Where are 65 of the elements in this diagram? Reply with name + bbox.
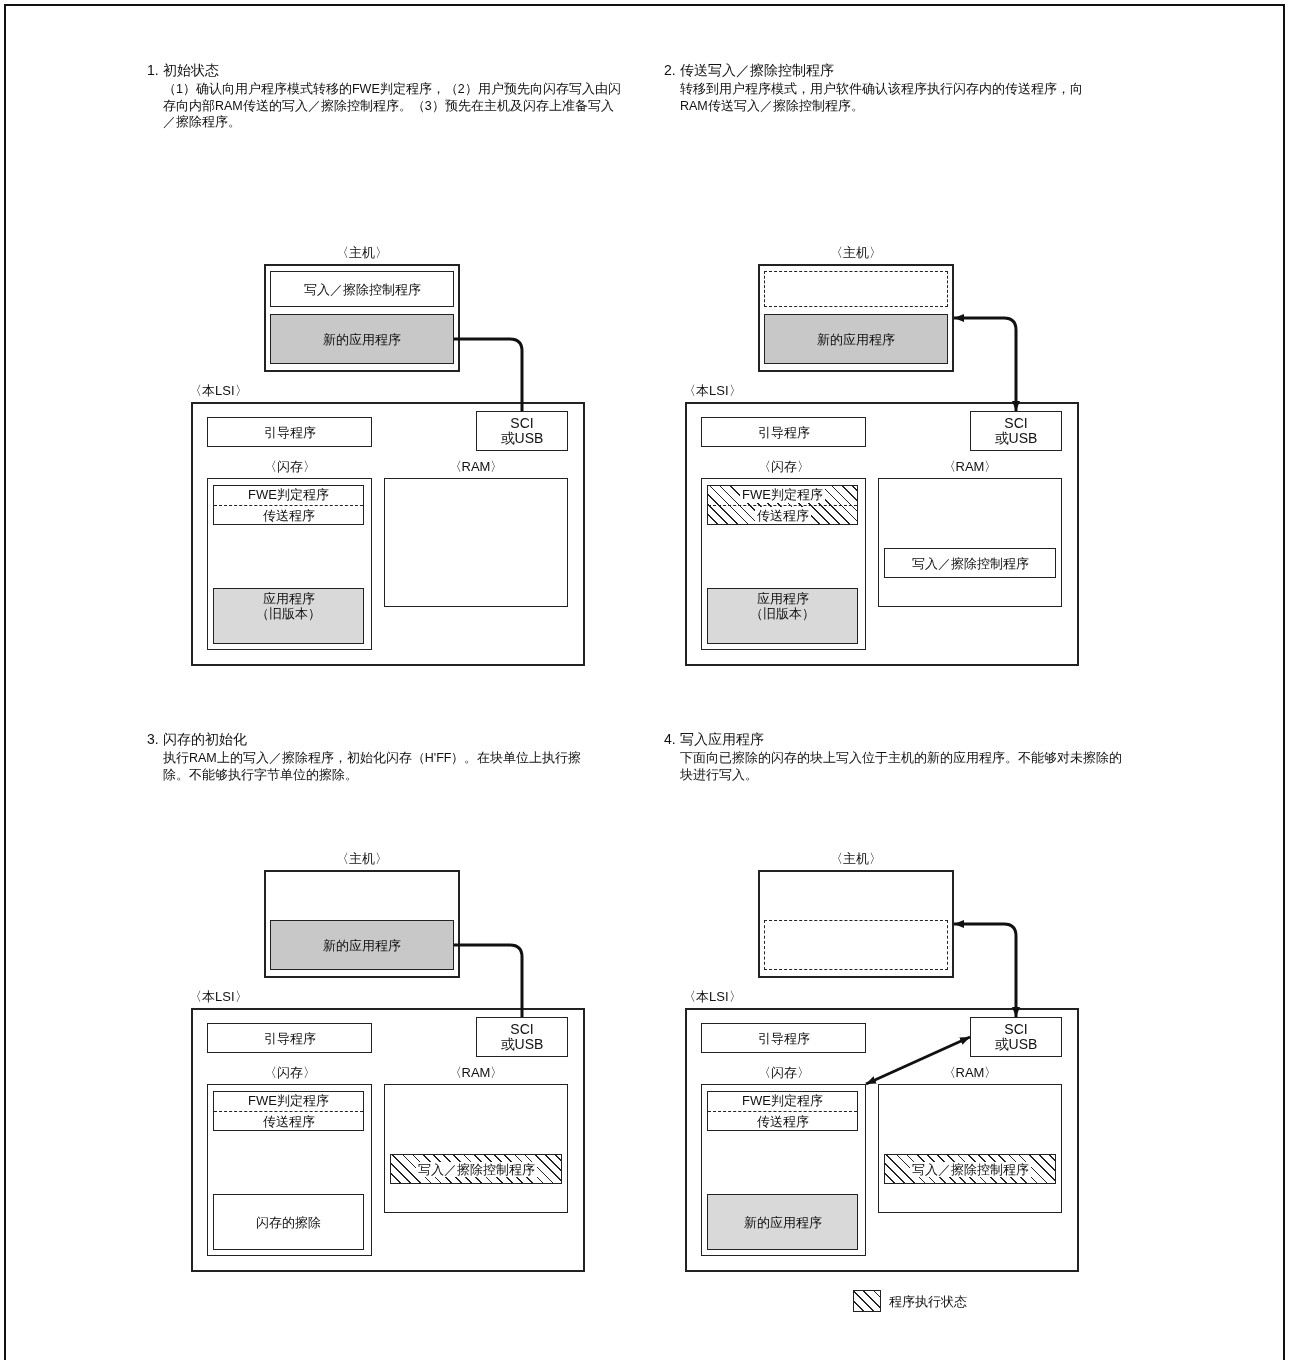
program-box (213, 485, 364, 525)
step-description: 下面向已擦除的闪存的块上写入位于主机的新的应用程序。不能够对未擦除的块进行写入。 (680, 750, 1123, 783)
box-label: 传送程序 (262, 507, 315, 524)
program-box: 引导程序 (701, 417, 866, 447)
step-description: 执行RAM上的写入／擦除程序，初始化闪存（H'FF）。在块单位上执行擦除。不能够执行字节单位的擦除。 (163, 750, 583, 783)
program-box: 新的应用程序 (270, 314, 454, 364)
box-heading: 〈RAM〉 (941, 1064, 999, 1082)
interface-box: SCI 或USB (476, 1017, 568, 1057)
box-heading: 〈RAM〉 (941, 458, 999, 476)
program-box (884, 1154, 1056, 1184)
box-heading: 〈本LSI〉 (683, 988, 742, 1006)
box-label: FWE判定程序 (248, 1092, 329, 1109)
box-label: 传送程序 (262, 1113, 315, 1130)
box-heading: 〈主机〉 (335, 244, 389, 262)
box-label: FWE判定程序 (742, 1092, 823, 1109)
box-heading: 〈本LSI〉 (189, 382, 248, 400)
program-box: 应用程序（旧版本） (213, 588, 364, 644)
box-label: FWE判定程序 (740, 486, 825, 503)
step-title: 2. 传送写入／擦除控制程序 (664, 61, 835, 79)
program-box: 新的应用程序 (270, 920, 454, 970)
step-title: 1. 初始状态 (147, 61, 220, 79)
placeholder-box (764, 920, 948, 970)
box-heading: 〈闪存〉 (262, 458, 317, 476)
box-label: 写入／擦除控制程序 (909, 1161, 1031, 1177)
program-box: 引导程序 (207, 1023, 372, 1053)
box-label: 传送程序 (754, 507, 811, 524)
program-box: 引导程序 (701, 1023, 866, 1053)
step-title: 4. 写入应用程序 (664, 730, 765, 748)
program-box: 闪存的擦除 (213, 1194, 364, 1250)
connector-line (454, 337, 524, 411)
box-heading: 〈RAM〉 (447, 1064, 505, 1082)
box-label: 传送程序 (756, 1113, 809, 1130)
program-box: 新的应用程序 (764, 314, 948, 364)
box-heading: 〈闪存〉 (756, 1064, 811, 1082)
placeholder-box (764, 271, 948, 307)
connector-line (454, 943, 524, 1017)
box-label: FWE判定程序 (248, 486, 329, 503)
arrow (954, 314, 1020, 411)
arrow (865, 1035, 971, 1086)
interface-box: SCI 或USB (476, 411, 568, 451)
box-heading: 〈主机〉 (829, 850, 883, 868)
interface-box: SCI 或USB (970, 1017, 1062, 1057)
program-box: 写入／擦除控制程序 (270, 271, 454, 307)
arrow (954, 920, 1020, 1017)
program-box: 写入／擦除控制程序 (884, 548, 1056, 578)
step-title: 3. 闪存的初始化 (147, 730, 248, 748)
program-box (213, 1091, 364, 1131)
box-heading: 〈本LSI〉 (683, 382, 742, 400)
program-box (707, 1091, 858, 1131)
box-heading: 〈RAM〉 (447, 458, 505, 476)
interface-box: SCI 或USB (970, 411, 1062, 451)
step-description: 转移到用户程序模式，用户软件确认该程序执行闪存内的传送程序，向RAM传送写入／擦除控制程序。 (680, 81, 1084, 114)
box-heading: 〈主机〉 (829, 244, 883, 262)
box-label: 写入／擦除控制程序 (415, 1161, 537, 1177)
program-box: 新的应用程序 (707, 1194, 858, 1250)
step-description: （1）确认向用户程序模式转移的FWE判定程序，（2）用户预先向闪存写入由闪存向内部RAM传送的写入／擦除控制程序。（3）预先在主机及闪存上准备写入／擦除程序。 (163, 81, 622, 131)
box-heading: 〈闪存〉 (262, 1064, 317, 1082)
program-box: 应用程序（旧版本） (707, 588, 858, 644)
box-heading: 〈闪存〉 (756, 458, 811, 476)
legend-label: 程序执行状态 (889, 1293, 967, 1311)
box-heading: 〈本LSI〉 (189, 988, 248, 1006)
program-box (707, 485, 858, 525)
box-heading: 〈主机〉 (335, 850, 389, 868)
program-box (390, 1154, 562, 1184)
program-box: 引导程序 (207, 417, 372, 447)
